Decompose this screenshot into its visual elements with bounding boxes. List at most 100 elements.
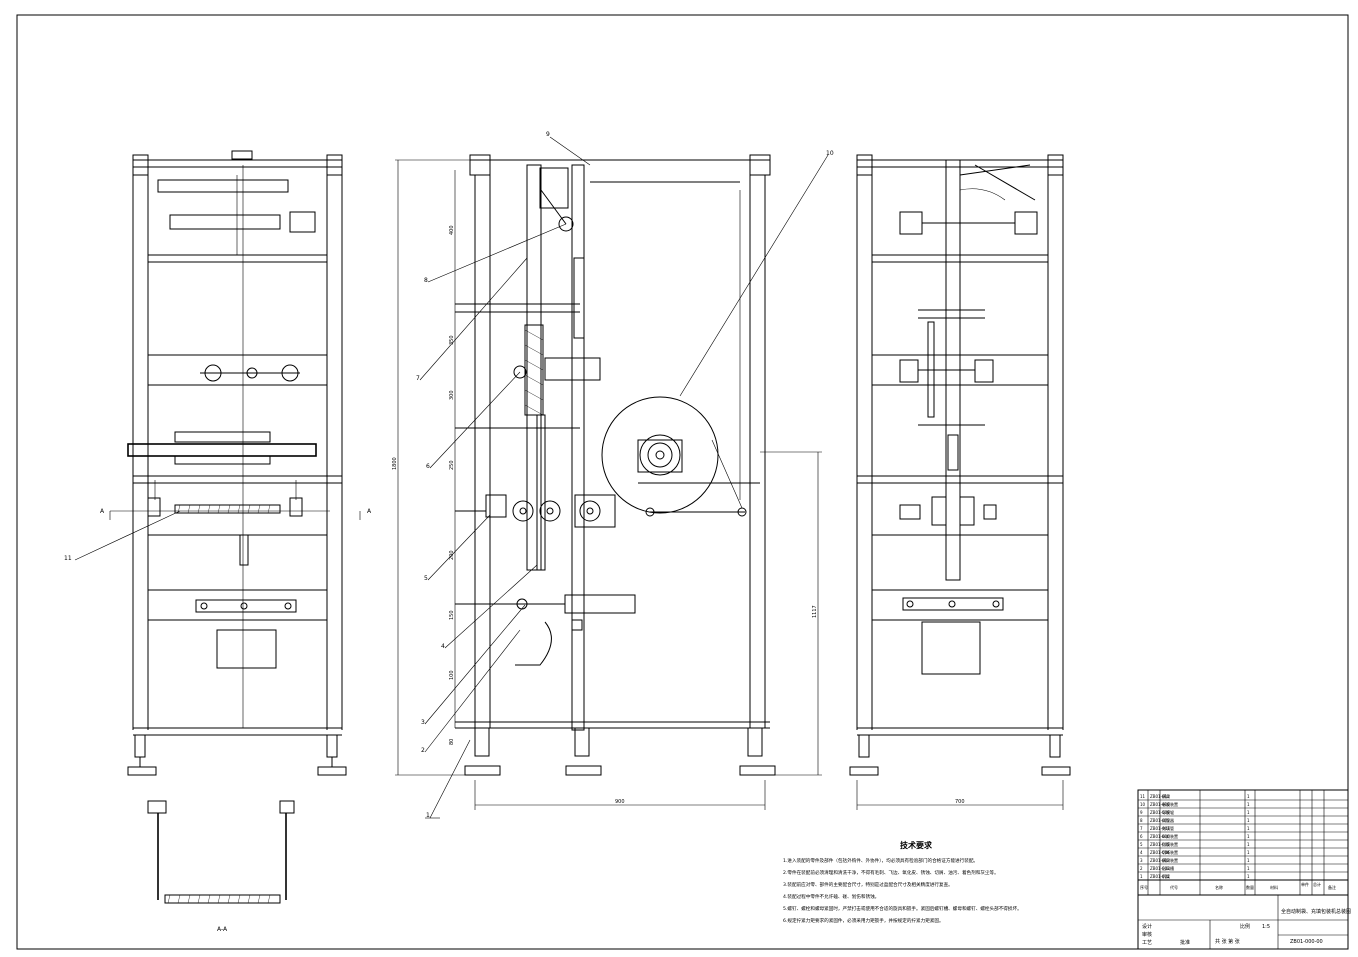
bom-cell: 9 (1140, 810, 1143, 815)
bom-cell: 8 (1140, 818, 1143, 823)
bom-cell: 横封装置 (1162, 857, 1178, 863)
part-number-9: 9 (546, 131, 550, 138)
bom-cell: ZB01-005 (1150, 842, 1170, 847)
bom-cell: 1 (1247, 834, 1250, 839)
section-mark-left: A (100, 508, 105, 515)
bom-cell: ZB01-007 (1150, 826, 1170, 831)
bom-cell: 7 (1140, 826, 1143, 831)
dim-total-height: 1800 (392, 457, 398, 470)
bom-cell: ZB01-010 (1150, 802, 1170, 807)
bom-cell: 1 (1140, 874, 1143, 879)
dim-side-width: 700 (955, 799, 965, 805)
section-mark-right: A (367, 508, 372, 515)
checker-label: 审核 (1142, 931, 1152, 938)
bom-cell: 成型器 (1162, 817, 1174, 823)
bom-cell: 1 (1247, 866, 1250, 871)
bom-cell: 1 (1247, 810, 1250, 815)
sheet-border (16, 14, 1349, 950)
part-number-8: 8 (424, 277, 428, 284)
part-number-3: 3 (421, 719, 425, 726)
dim-stack-7: 100 (449, 670, 455, 680)
bom-cell: 切断装置 (1162, 849, 1178, 855)
bom-cell: 1 (1247, 794, 1250, 799)
bom-cell: 机架 (1162, 873, 1170, 879)
left-side-view (109, 150, 361, 776)
bom-cell: 1 (1247, 858, 1250, 863)
drawing-number: ZB01-000-00 (1290, 939, 1323, 945)
dim-stack-1: 400 (449, 225, 455, 235)
bom-header-name: 名称 (1215, 884, 1223, 890)
title-block (1137, 789, 1349, 950)
bom-header-no: 序号 (1140, 884, 1148, 890)
part-number-4: 4 (441, 643, 445, 650)
bom-header-qty: 数量 (1246, 884, 1254, 890)
tech-req-line-3: 3.装配前应对零、部件的主要配合尺寸，特别是过盈配合尺寸及相关精度进行复查。 (783, 881, 953, 888)
approve-label: 批准 (1180, 939, 1190, 946)
bom-cell: ZB01-006 (1150, 834, 1170, 839)
part-number-11: 11 (64, 555, 72, 562)
craft-label: 工艺 (1142, 940, 1152, 946)
designer-label: 设计 (1142, 923, 1152, 930)
bom-cell: 导膜辊 (1162, 809, 1174, 815)
scale-value: 1:5 (1262, 924, 1270, 930)
dim-front-width: 900 (615, 799, 625, 805)
bom-cell: 6 (1140, 834, 1143, 839)
part-number-7: 7 (416, 375, 420, 382)
dim-stack-4: 250 (449, 460, 455, 470)
bom-cell: 出料槽 (1162, 865, 1174, 871)
right-side-view: 700 (849, 154, 1071, 810)
bom-cell: 2 (1140, 866, 1143, 871)
part-number-6: 6 (426, 463, 430, 470)
dim-stack-2: 350 (449, 335, 455, 345)
film-roll (601, 396, 719, 514)
bom-header-code: 代号 (1170, 884, 1178, 890)
bom-cell: 1 (1247, 802, 1250, 807)
tech-req-line-6: 6.规定拧紧力矩要求的紧固件，必须采用力矩扳手，并按规定的拧紧力矩紧固。 (783, 917, 944, 924)
bom-cell: ZB01-003 (1150, 858, 1170, 863)
tech-req-title: 技术要求 (900, 840, 933, 850)
bom-header-total: 总计 (1313, 881, 1321, 887)
bom-header-material: 材料 (1270, 884, 1278, 890)
bom-cell: 卷膜装置 (1162, 801, 1178, 807)
bom-cell: 1 (1247, 850, 1250, 855)
bom-cell: 4 (1140, 850, 1143, 855)
dim-stack-8: 80 (449, 739, 455, 745)
bom-cell: ZB01-009 (1150, 810, 1170, 815)
front-view: 1800 1117 900 400 350 300 250 200 150 10… (392, 154, 822, 810)
bom-cell: ZB01-002 (1150, 866, 1170, 871)
tech-req-line-1: 1.进入装配的零件及部件（包括外购件、外协件），均必须具有检验部门的合格证方能进… (783, 857, 978, 864)
bom-cell: ZB01-001 (1150, 874, 1170, 879)
bom-cell: 1 (1247, 818, 1250, 823)
part-leaders (74, 136, 829, 819)
bom-cell: 1 (1247, 842, 1250, 847)
bom-cell: ZB01-008 (1150, 818, 1170, 823)
bom-cell: 纵封装置 (1162, 833, 1178, 839)
drawing-title: 全自动制袋、充填包装机总装图 (1281, 908, 1351, 915)
part-number-5: 5 (424, 575, 428, 582)
part-number-2: 2 (421, 747, 425, 754)
dim-stack-6: 150 (449, 610, 455, 620)
section-a-a-view: A-A (147, 800, 295, 933)
tech-req-line-4: 4.装配过程中零件不允许磕、碰、划伤和锈蚀。 (783, 893, 879, 900)
bom-cell: 1 (1247, 874, 1250, 879)
bom-cell: 1 (1247, 826, 1250, 831)
dim-right-height: 1117 (812, 605, 818, 618)
bom-cell: 拉膜装置 (1162, 841, 1178, 847)
bom-header-remark: 备注 (1328, 884, 1336, 890)
technical-requirements: 技术要求 1.进入装配的零件及部件（包括外购件、外协件），均必须具有检验部门的合… (783, 840, 1022, 924)
bom-cell: 横封 (1162, 793, 1170, 799)
tech-req-line-2: 2.零件在装配前必须清理和清洗干净，不得有毛刺、飞边、氧化皮、锈蚀、切屑、油污、… (783, 869, 999, 876)
part-number-10: 10 (826, 150, 834, 157)
tech-req-line-5: 5.螺钉、螺栓和螺母紧固时，严禁打击或使用不合适的旋具和扳手。紧固后螺钉槽、螺母… (783, 905, 1022, 912)
bom-cell: 11 (1140, 794, 1146, 799)
section-label: A-A (217, 926, 228, 933)
bom-cell: ZB01-004 (1150, 850, 1170, 855)
scale-label: 比例 (1240, 923, 1250, 930)
bom-cell: 5 (1140, 842, 1143, 847)
bom-cell: ZB01-011 (1150, 794, 1170, 799)
dim-stack-3: 300 (449, 390, 455, 400)
bom-cell: 10 (1140, 802, 1146, 807)
bom-cell: 3 (1140, 858, 1143, 863)
bom-header-unit: 单件 (1301, 881, 1309, 887)
